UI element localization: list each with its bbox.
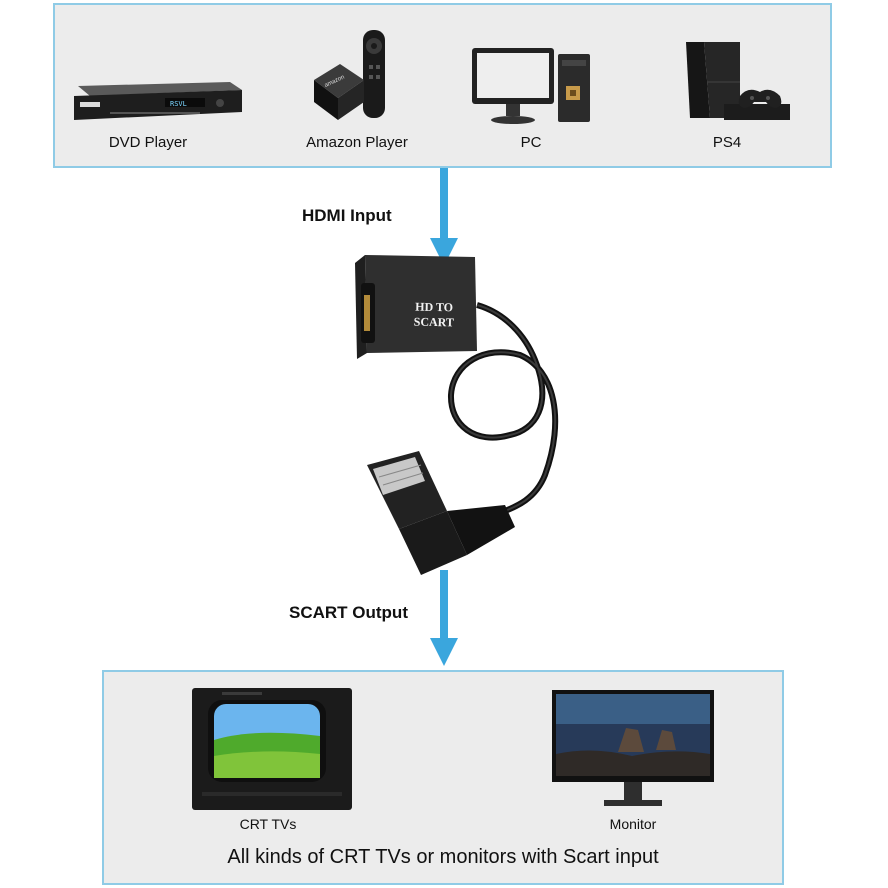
adapter-label: HD TO SCART <box>413 299 455 330</box>
source-label-amazon: Amazon Player <box>306 134 408 151</box>
flat-monitor-icon <box>552 690 714 806</box>
dvd-player-icon: RSVL <box>74 82 242 120</box>
amazon-fire-tv-icon: amazon <box>314 30 385 120</box>
hd-to-scart-adapter <box>355 255 559 575</box>
source-label-dvd: DVD Player <box>108 134 188 151</box>
display-label-monitor: Monitor <box>609 816 657 832</box>
flow-arrow-down-icon <box>430 168 458 266</box>
flow-arrow-down-icon <box>430 570 458 666</box>
display-label-crt: CRT TVs <box>239 816 297 832</box>
source-label-ps4: PS4 <box>712 134 742 151</box>
desktop-pc-icon <box>472 48 590 124</box>
compatibility-caption: All kinds of CRT TVs or monitors with Sc… <box>227 846 659 868</box>
dvd-display-text: RSVL <box>170 100 187 108</box>
scart-output-label: SCART Output <box>289 603 408 622</box>
ps4-console-icon <box>686 42 790 120</box>
hdmi-input-label: HDMI Input <box>302 206 392 225</box>
source-label-pc: PC <box>520 134 542 151</box>
crt-tv-icon <box>192 688 352 810</box>
